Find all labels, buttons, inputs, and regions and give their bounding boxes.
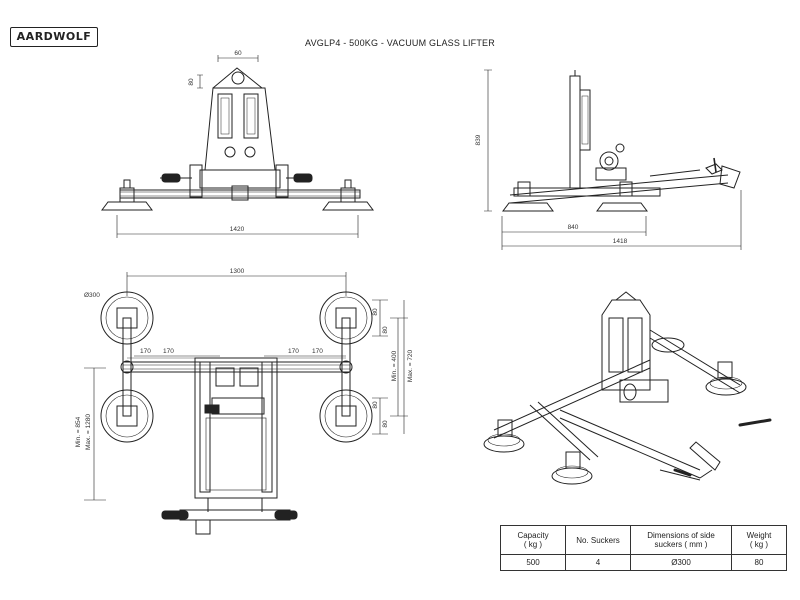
isometric-view [483,291,772,485]
spec-header-capacity-text: Capacity ( kg ) [517,531,549,549]
spec-value-dimensions: Ø300 [630,554,732,571]
top-dim-min-400: Min. = 400 [391,350,398,381]
side-dim-base: 840 [568,224,579,231]
spec-table: Capacity ( kg ) No. Suckers Dimensions o… [500,525,787,571]
front-dim-top: 60 [234,50,242,57]
spec-header-suckers: No. Suckers [565,525,631,555]
top-dim-diameter: Ø300 [84,292,100,299]
top-dim-right-bot2: 80 [382,420,389,428]
spec-table-header-row: Capacity ( kg ) No. Suckers Dimensions o… [500,525,787,555]
top-view [84,272,408,535]
brand-logo-text: AARDWOLF [16,30,92,43]
spec-header-weight: Weight ( kg ) [731,525,787,555]
front-view [101,55,374,238]
spec-value-suckers: 4 [565,554,631,571]
front-dim-width: 1420 [230,226,245,233]
top-dim-right-bot: 80 [372,401,379,409]
drawing-title: AVGLP4 - 500KG - VACUUM GLASS LIFTER [305,38,495,48]
spec-header-weight-text: Weight ( kg ) [746,531,772,549]
spec-value-capacity: 500 [500,554,566,571]
top-dim-arm-left-a: 170 [140,348,151,355]
side-dim-height: 839 [475,134,482,145]
top-dim-min-854: Min. = 854 [75,416,82,447]
top-dim-max-1280: Max. = 1280 [85,414,92,450]
spec-header-dimensions: Dimensions of side suckers ( mm ) [630,525,732,555]
top-dim-arm-right-a: 170 [288,348,299,355]
side-view [484,69,742,250]
spec-header-capacity: Capacity ( kg ) [500,525,566,555]
spec-table-value-row: 500 4 Ø300 80 [500,554,787,571]
side-dim-total: 1418 [613,238,628,245]
spec-value-weight: 80 [731,554,787,571]
top-dim-arm-left-b: 170 [163,348,174,355]
top-dim-right-top: 80 [372,308,379,316]
top-dim-max-720: Max. = 720 [407,349,414,382]
top-dim-arm-right-b: 170 [312,348,323,355]
top-dim-span: 1300 [230,268,245,275]
spec-header-suckers-text: No. Suckers [576,535,620,545]
brand-logo: AARDWOLF [10,27,98,47]
front-dim-side: 80 [188,78,195,86]
spec-header-dimensions-text: Dimensions of side suckers ( mm ) [647,531,715,549]
top-dim-right-top2: 80 [382,326,389,334]
